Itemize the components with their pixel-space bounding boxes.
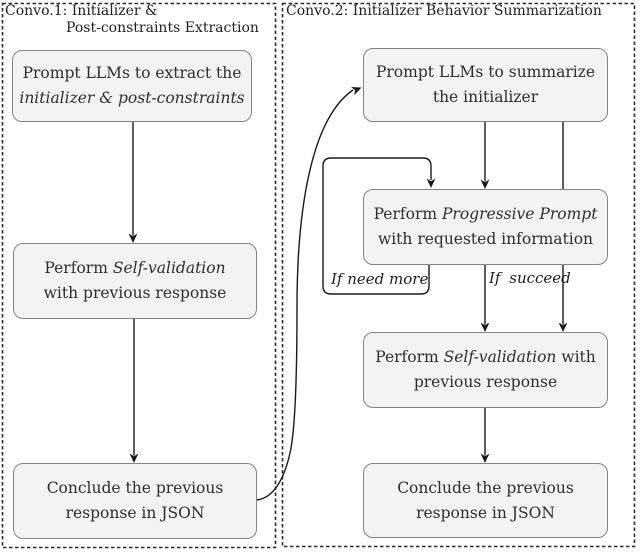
- node-text: response in JSON: [416, 503, 555, 522]
- arrowhead-selfval2-left: [480, 322, 490, 332]
- node-self-validation-2-line1: Perform Self-validation with: [375, 345, 596, 370]
- arrowhead-selfval1: [128, 233, 138, 243]
- node-text: with requested information: [377, 230, 594, 248]
- node-text: response in JSON: [65, 504, 205, 522]
- node-prompt-extract-line1: Prompt LLMs to extract the: [23, 61, 242, 86]
- node-prompt-summarize-line2: the initializer: [433, 85, 538, 110]
- node-prompt-summarize-line1: Prompt LLMs to summarize: [376, 60, 595, 85]
- arrowhead-conclude2: [480, 453, 490, 463]
- node-text: Perform: [375, 348, 444, 366]
- node-self-validation-2: Perform Self-validation with previous re…: [363, 332, 608, 408]
- node-text: previous response: [413, 373, 558, 391]
- arrowhead-loop-return: [426, 178, 436, 188]
- node-self-validation-1: Perform Self-validation with previous re…: [13, 243, 257, 319]
- arrowhead-progressive: [480, 179, 490, 189]
- node-self-validation-1-line1: Perform Self-validation: [44, 256, 225, 281]
- node-prompt-extract: Prompt LLMs to extract the initializer &…: [12, 50, 252, 122]
- edge-conclude1-to-summarize-curve: [256, 89, 354, 501]
- arrowhead-selfval2-right: [558, 322, 568, 332]
- node-text: initializer & post-constraints: [19, 89, 245, 107]
- node-prompt-extract-line2: initializer & post-constraints: [19, 86, 244, 111]
- node-text: Self-validation: [443, 348, 557, 366]
- node-prompt-summarize: Prompt LLMs to summarize the initializer: [363, 48, 608, 122]
- node-progressive-prompt-line1: Perform Progressive Prompt: [374, 202, 598, 227]
- node-conclude-json-2-line1: Conclude the previous: [397, 476, 574, 501]
- node-text: Progressive Prompt: [442, 205, 598, 223]
- panel-convo1-title-line2: Post-constraints Extraction: [66, 20, 259, 36]
- node-text: Prompt LLMs to extract the: [22, 64, 242, 82]
- panel-convo2-frame: [281, 2, 636, 548]
- edge-label-if-need-more: If need more: [331, 270, 429, 288]
- node-conclude-json-2: Conclude the previous response in JSON: [363, 463, 608, 538]
- node-conclude-json-1: Conclude the previous response in JSON: [13, 463, 257, 539]
- node-text: Conclude the previous: [397, 478, 574, 497]
- node-text: with previous response: [43, 284, 227, 302]
- node-self-validation-1-line2: with previous response: [44, 281, 227, 306]
- node-conclude-json-1-line2: response in JSON: [66, 501, 205, 526]
- edge-need-more-loop: [322, 157, 432, 295]
- arrowhead-conclude1: [129, 453, 139, 463]
- node-text: Perform: [44, 259, 113, 277]
- node-text: with: [556, 348, 596, 366]
- panel-convo1-title-line1: Convo.1: Initializer &: [5, 3, 158, 19]
- panel-convo1-frame: [1, 2, 277, 549]
- node-conclude-json-1-line1: Conclude the previous: [47, 476, 224, 501]
- node-text: Perform: [373, 205, 442, 223]
- arrowheads: [128, 86, 568, 463]
- node-conclude-json-2-line2: response in JSON: [416, 501, 555, 526]
- panel-convo2-title: Convo.2: Initializer Behavior Summarizat…: [286, 3, 602, 19]
- node-self-validation-2-line2: previous response: [414, 370, 557, 395]
- node-text: Conclude the previous: [46, 479, 224, 497]
- node-text: the initializer: [432, 88, 539, 106]
- edge-label-if-succeed: If succeed: [489, 269, 571, 287]
- arrowhead-summarize: [351, 86, 362, 96]
- node-progressive-prompt: Perform Progressive Prompt with requeste…: [363, 189, 608, 265]
- node-text: Self-validation: [112, 259, 226, 277]
- node-text: Prompt LLMs to summarize: [375, 63, 596, 81]
- node-progressive-prompt-line2: with requested information: [378, 227, 593, 252]
